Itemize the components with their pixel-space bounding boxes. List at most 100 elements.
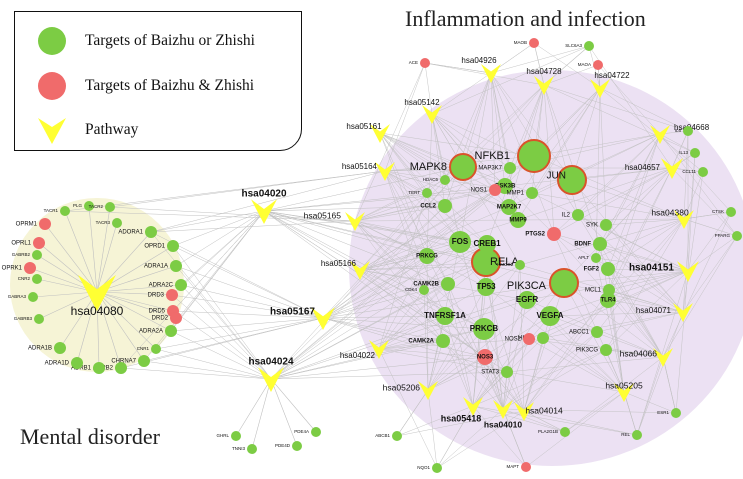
pathway-node — [673, 303, 693, 322]
network-edge — [426, 255, 429, 391]
node-label: hsa04657 — [625, 163, 661, 172]
network-edge — [109, 170, 386, 208]
node-label: ABCB1 — [375, 433, 390, 438]
pathway-node — [375, 162, 395, 181]
pathway-node — [370, 124, 390, 143]
network-edge — [523, 331, 598, 412]
node-label: IL13 — [679, 150, 688, 155]
network-edge — [378, 348, 438, 469]
target-node — [603, 284, 615, 296]
network-edge — [504, 167, 673, 187]
pathway-node — [677, 261, 699, 282]
node-label: RELA — [490, 256, 519, 268]
target-node — [93, 362, 105, 374]
network-edge — [427, 328, 485, 391]
network-edge — [502, 264, 521, 410]
network-edge — [263, 210, 487, 263]
target-node — [593, 237, 607, 251]
network-edge — [359, 261, 487, 271]
network-edge — [359, 269, 449, 285]
network-edge — [519, 264, 684, 313]
pathway-node — [258, 367, 284, 392]
network-edge — [543, 84, 696, 154]
node-label: CHRNA7 — [111, 359, 136, 365]
network-edge — [96, 231, 152, 293]
network-edge — [523, 410, 566, 433]
network-edge — [531, 84, 545, 194]
node-label: GABRA3 — [8, 294, 27, 299]
network-edge — [502, 331, 598, 410]
node-label: hsa04728 — [526, 67, 562, 76]
network-edge — [564, 356, 664, 433]
pathway-node — [534, 76, 554, 95]
network-edge — [528, 338, 664, 358]
target-node — [547, 227, 561, 241]
node-label: MAOB — [514, 40, 527, 45]
pathway-node — [481, 64, 501, 83]
network-edge — [32, 291, 98, 298]
target-node — [71, 357, 83, 369]
network-edge — [509, 84, 545, 169]
network-edge — [485, 286, 525, 412]
node-label: ADORA1 — [118, 230, 143, 236]
node-label: ADRA1A — [144, 264, 168, 270]
network-edge — [596, 311, 684, 333]
network-edge — [64, 170, 386, 212]
network-edge — [322, 282, 565, 319]
node-label: NQO1 — [417, 465, 430, 470]
node-label: PLA2G1B — [538, 429, 558, 434]
network-edge — [379, 132, 496, 191]
network-edge — [172, 310, 324, 319]
target-node — [166, 289, 178, 301]
mental-region — [10, 198, 184, 372]
network-edge — [235, 378, 272, 437]
node-label: hsa05205 — [605, 380, 643, 390]
network-edge — [379, 132, 488, 245]
network-edge — [490, 72, 573, 181]
pathway-node — [493, 400, 513, 419]
network-edge — [384, 62, 426, 172]
network-edge — [436, 405, 474, 469]
target-node — [436, 334, 450, 348]
hub-node — [449, 153, 477, 181]
network-edge — [263, 210, 446, 317]
node-label: hsa04066 — [620, 348, 658, 358]
target-node — [478, 235, 496, 253]
network-edge — [359, 189, 496, 271]
network-edge — [623, 391, 677, 414]
network-edge — [683, 171, 704, 220]
network-edge — [599, 243, 689, 272]
network-edge — [378, 348, 486, 358]
network-edge — [523, 337, 544, 412]
target-node — [60, 206, 70, 216]
network-edge — [150, 231, 272, 380]
target-node — [165, 325, 177, 337]
target-node — [392, 431, 402, 441]
network-edge — [553, 167, 673, 235]
target-node — [477, 278, 495, 296]
target-node — [33, 237, 45, 249]
network-edge — [378, 243, 488, 350]
node-label: EGFR — [516, 295, 538, 304]
node-label: GABRB2 — [12, 252, 31, 257]
target-node — [231, 431, 241, 441]
network-edge — [379, 132, 535, 157]
network-edge — [96, 291, 174, 312]
target-node — [436, 307, 454, 325]
network-edge — [517, 167, 673, 221]
network-edge — [379, 132, 519, 221]
network-edge — [120, 317, 324, 369]
node-label: TACR2 — [89, 204, 104, 209]
node-label: hsa04071 — [636, 306, 672, 315]
node-label: GABRB3 — [14, 316, 33, 321]
node-label: ADRB1 — [71, 366, 92, 372]
network-edge — [472, 405, 566, 433]
network-edge — [542, 337, 625, 393]
network-edge — [502, 408, 527, 468]
network-edge — [427, 315, 446, 391]
pathway-node — [422, 105, 442, 124]
network-edge — [608, 167, 673, 291]
node-label: PIK3CA — [507, 280, 547, 292]
node-label: CTSK — [712, 209, 724, 214]
node-label: MMP9 — [509, 218, 527, 224]
